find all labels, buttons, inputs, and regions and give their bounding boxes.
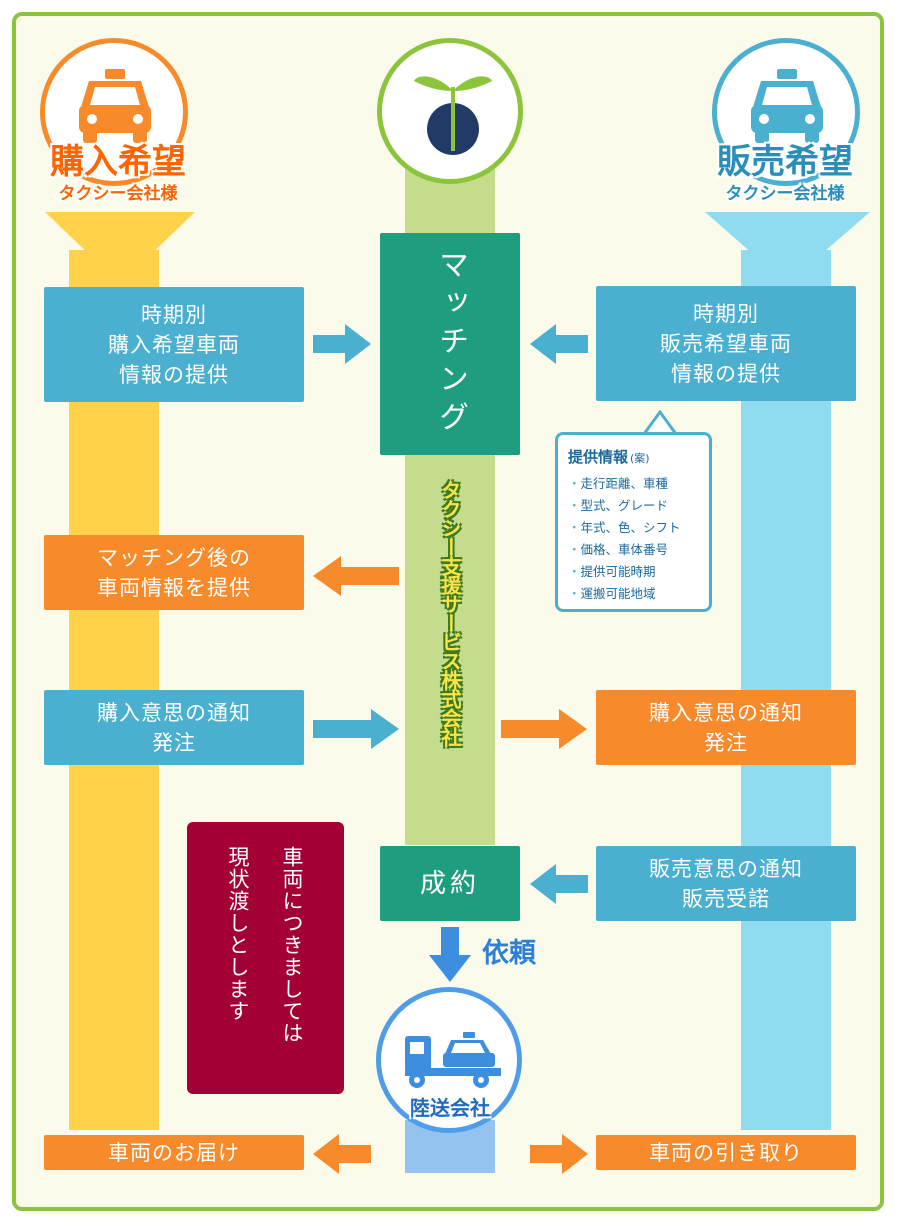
seller-step-1: 時期別 販売希望車両 情報の提供 [596, 286, 856, 401]
seller-step-3-line-2: 販売受諾 [682, 886, 770, 911]
bullet-icon: ・ [568, 520, 581, 535]
seller-title: 販売希望 [717, 142, 853, 182]
provided-info-item-text: 走行距離、車種 [580, 476, 669, 491]
transport-circle [376, 987, 522, 1133]
provided-info-heading-note: (案) [630, 452, 650, 465]
buyer-step-3: 購入意思の通知 発注 [44, 690, 304, 765]
seller-step-4: 車両の引き取り [596, 1135, 856, 1170]
arrow-to-buyer-step-2 [313, 556, 399, 596]
provided-info-item-text: 型式、グレード [580, 498, 669, 513]
provided-info-list: ・走行距離、車種・型式、グレード・年式、色、シフト・価格、車体番号・提供可能時期… [568, 473, 703, 605]
seller-step-3-line-1: 販売意思の通知 [649, 856, 803, 881]
buyer-title: 購入希望 [50, 142, 186, 182]
arrow-center-to-seller-step-2 [501, 709, 587, 749]
arrow-buyer-step-3-to-center [313, 709, 399, 749]
arrow-buyer-to-matching [313, 324, 371, 364]
provided-info-item-text: 価格、車体番号 [580, 542, 669, 557]
seller-step-3: 販売意思の通知 販売受諾 [596, 846, 856, 921]
provided-info-item: ・年式、色、シフト [568, 517, 703, 539]
arrow-to-seller-pickup [530, 1134, 588, 1174]
buyer-down-triangle [45, 212, 195, 284]
seller-down-triangle [705, 212, 870, 284]
seller-step-1-line-1: 時期別 [693, 301, 759, 326]
note-col-1: 車両につきましては [280, 846, 304, 1044]
seller-step-2-line-2: 発注 [704, 730, 748, 755]
bullet-icon: ・ [568, 586, 581, 601]
provided-info-item: ・走行距離、車種 [568, 473, 703, 495]
provided-info-item: ・価格、車体番号 [568, 539, 703, 561]
matching-box: マッチング [380, 233, 520, 455]
buyer-step-2: マッチング後の 車両情報を提供 [44, 535, 304, 610]
buyer-step-2-line-1: マッチング後の [97, 545, 251, 570]
bullet-icon: ・ [568, 542, 581, 557]
seller-step-2: 購入意思の通知 発注 [596, 690, 856, 765]
buyer-step-1: 時期別 購入希望車両 情報の提供 [44, 287, 304, 402]
buyer-step-3-line-1: 購入意思の通知 [97, 700, 251, 725]
taxi-icon [79, 69, 151, 143]
buyer-step-1-line-3: 情報の提供 [119, 362, 229, 387]
note-box: 車両につきましては 現状渡しとします [187, 822, 344, 1094]
provided-info-heading-text: 提供情報 [568, 448, 629, 466]
note-col-2: 現状渡しとします [226, 846, 250, 1022]
sprout-circle [377, 38, 523, 184]
provided-info-item-text: 年式、色、シフト [580, 520, 681, 535]
provided-info-item-text: 提供可能時期 [580, 564, 656, 579]
buyer-step-2-line-2: 車両情報を提供 [97, 575, 251, 600]
buyer-step-1-line-1: 時期別 [141, 302, 207, 327]
taxi-icon [751, 69, 823, 143]
buyer-step-4-label: 車両のお届け [108, 1140, 240, 1165]
seller-subtitle: タクシー会社様 [725, 184, 845, 204]
tow-truck-icon [405, 1032, 501, 1088]
center-column-mid [405, 455, 495, 845]
company-name: タクシー支援サービス株式会社 [438, 480, 462, 746]
seller-step-4-label: 車両の引き取り [649, 1140, 803, 1165]
contract-box: 成約 [380, 846, 520, 921]
provided-info-heading: 提供情報(案) [568, 447, 703, 469]
provided-info-item: ・型式、グレード [568, 495, 703, 517]
provided-info-item: ・提供可能時期 [568, 561, 703, 583]
seller-step-1-line-3: 情報の提供 [671, 361, 781, 386]
buyer-step-4: 車両のお届け [44, 1135, 304, 1170]
bullet-icon: ・ [568, 476, 581, 491]
bullet-icon: ・ [568, 564, 581, 579]
arrow-seller-to-matching [530, 324, 588, 364]
provided-info-item: ・運搬可能地域 [568, 583, 703, 605]
seller-step-1-line-2: 販売希望車両 [660, 331, 792, 356]
request-down-arrow [429, 927, 471, 982]
seller-step-2-line-1: 購入意思の通知 [649, 700, 803, 725]
buyer-taxi-circle [40, 38, 188, 186]
provided-info-bubble: 提供情報(案) ・走行距離、車種・型式、グレード・年式、色、シフト・価格、車体番… [555, 432, 712, 612]
arrow-to-buyer-delivery [313, 1134, 371, 1174]
arrow-seller-step-3-to-contract [530, 864, 588, 904]
buyer-step-3-line-2: 発注 [152, 730, 196, 755]
transport-label: 陸送会社 [410, 1096, 490, 1120]
buyer-subtitle: タクシー会社様 [58, 184, 178, 204]
buyer-step-1-line-2: 購入希望車両 [108, 332, 240, 357]
seller-taxi-circle [712, 38, 860, 186]
provided-info-item-text: 運搬可能地域 [580, 586, 656, 601]
sprout-icon [414, 76, 492, 155]
request-label: 依頼 [482, 938, 536, 969]
bullet-icon: ・ [568, 498, 581, 513]
